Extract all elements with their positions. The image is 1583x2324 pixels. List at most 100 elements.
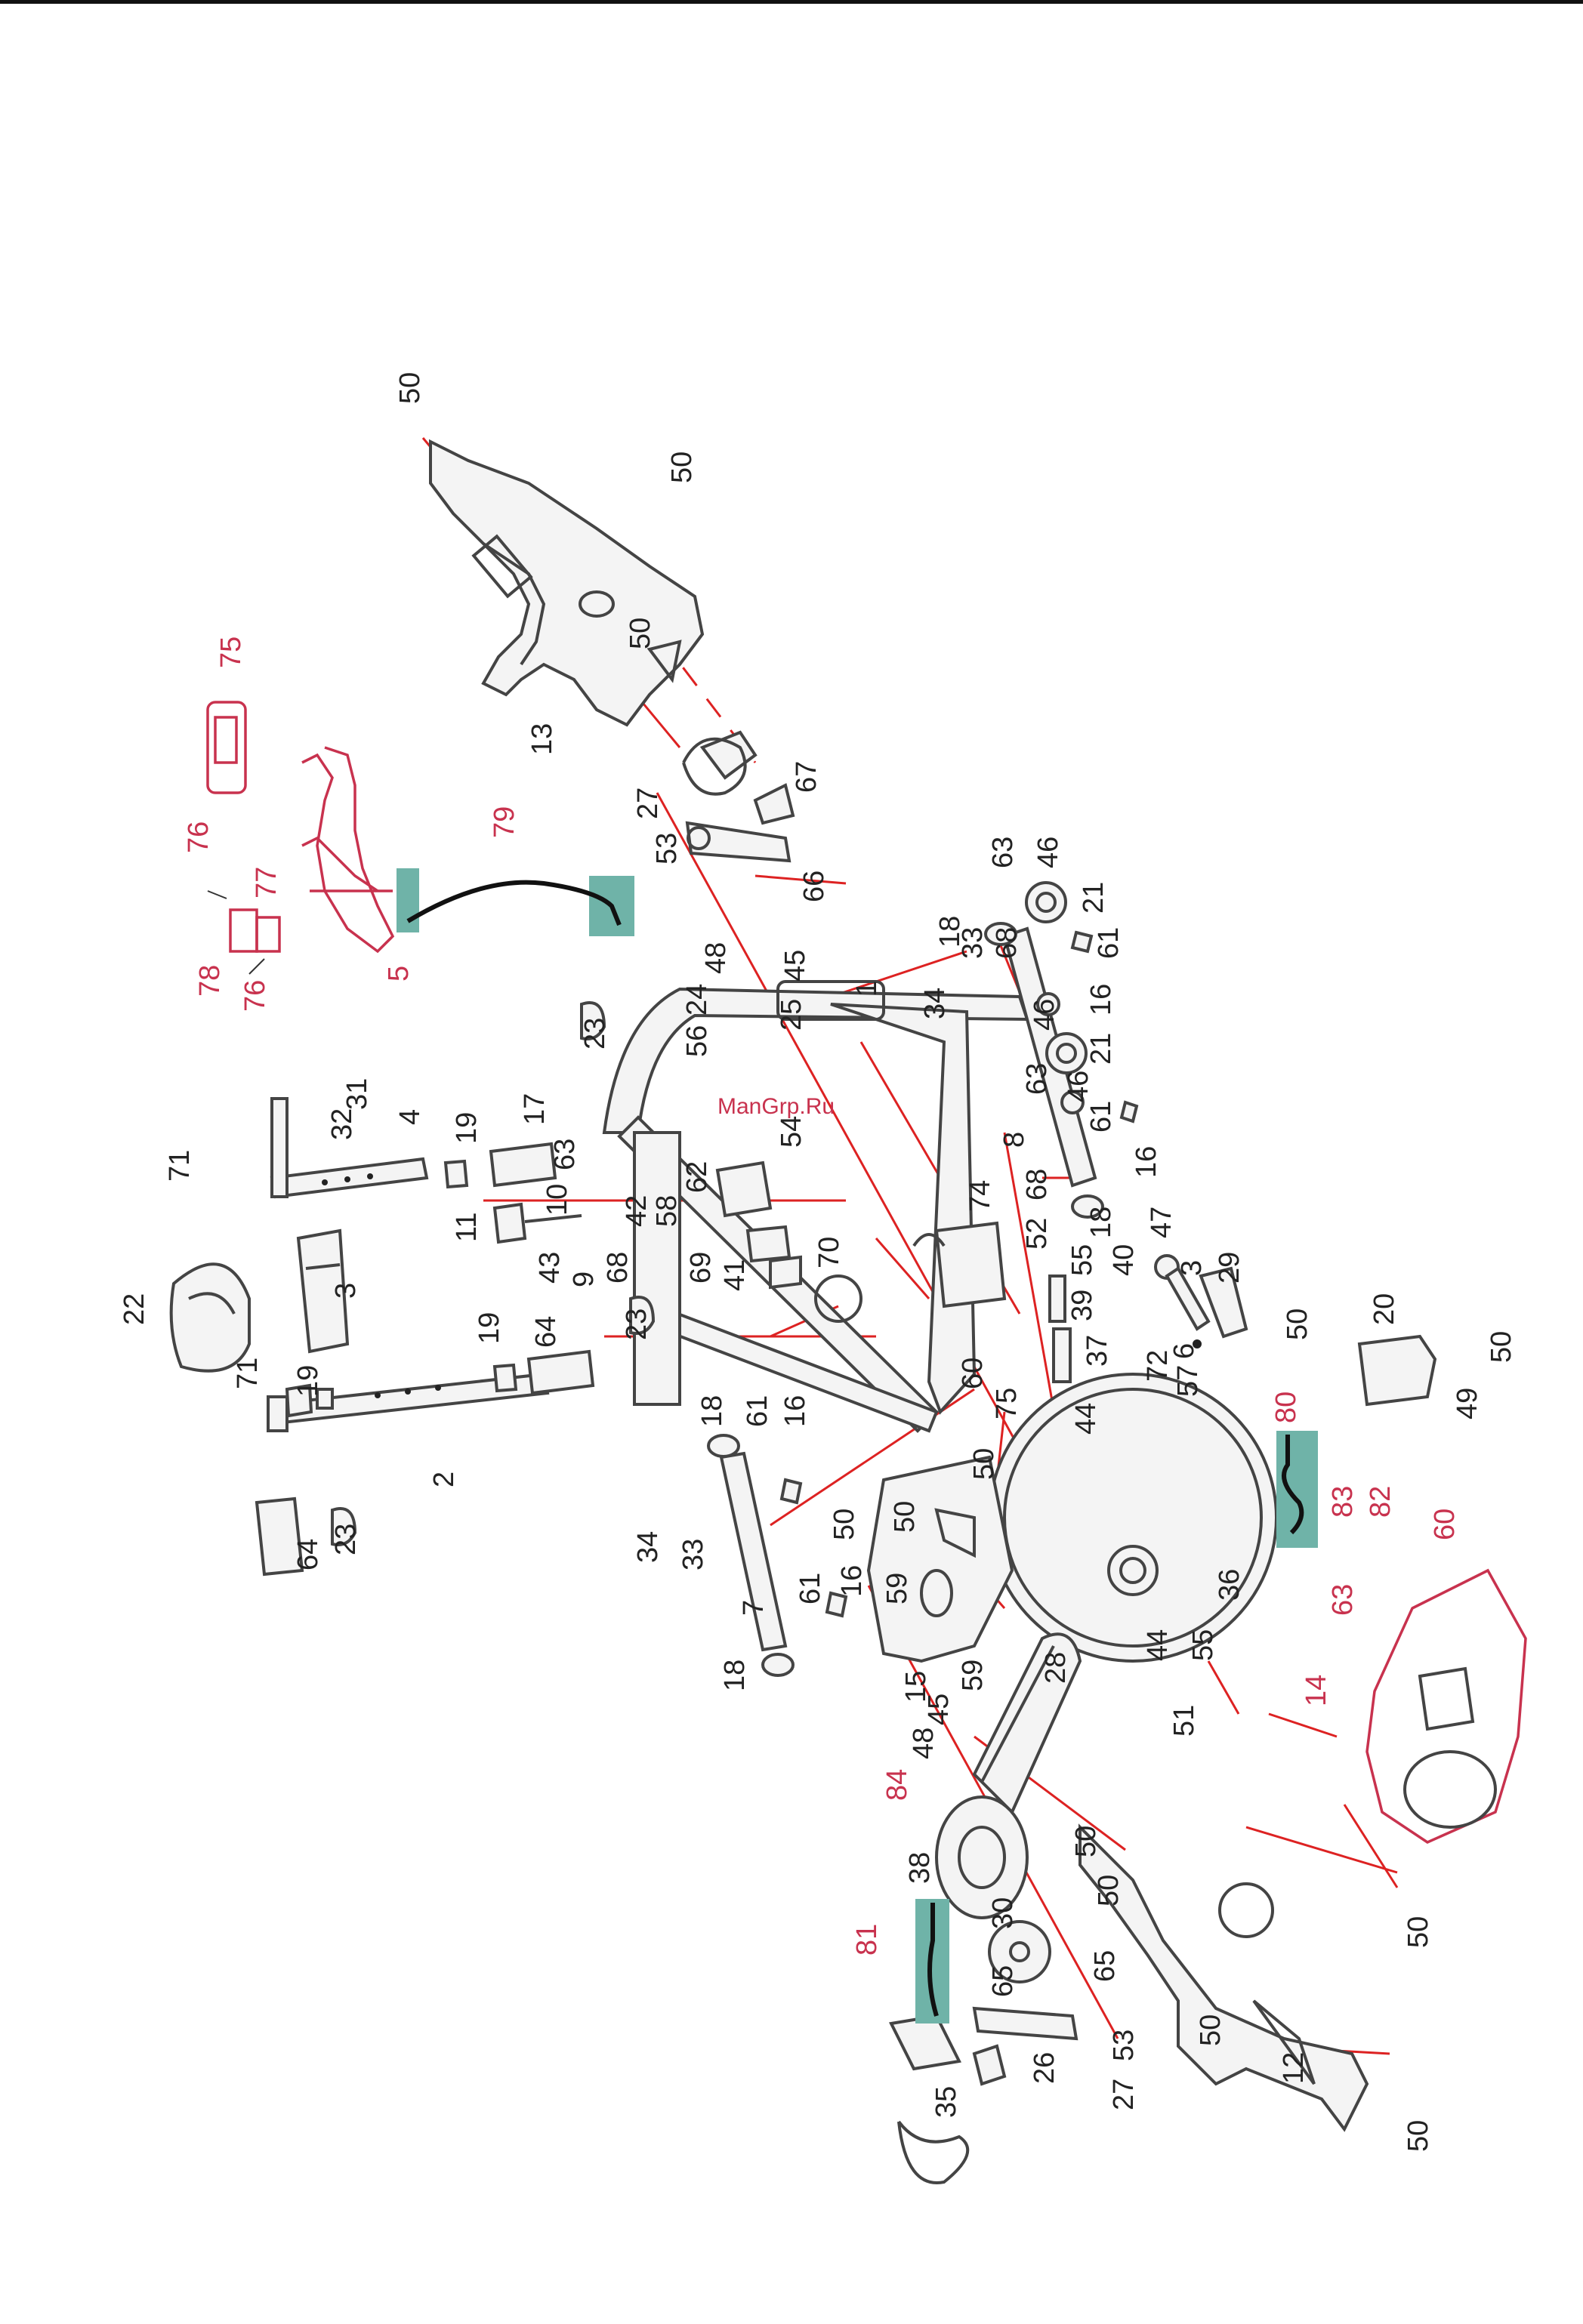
callout-c47: 10	[542, 1184, 573, 1216]
callout-c36: 68	[1021, 1169, 1053, 1201]
callout-c70: 37	[1082, 1335, 1113, 1367]
callout-c4: 13	[526, 723, 558, 755]
seat-22	[169, 1262, 251, 1373]
crank-26-pedal-35	[889, 2006, 1078, 2184]
callout-c49: 43	[534, 1252, 566, 1284]
callout-c78: 3	[330, 1283, 362, 1299]
callout-c33: 21	[1085, 1033, 1117, 1065]
callout-c90: 7	[738, 1600, 770, 1616]
callout-c86: 61	[742, 1395, 773, 1427]
callout-c74: 71	[164, 1150, 196, 1182]
callout-c98: 15	[900, 1671, 932, 1703]
callout-c45: 17	[519, 1093, 551, 1125]
callout-c99: 59	[957, 1660, 989, 1691]
callout-c95: 50	[889, 1501, 921, 1533]
callout-c81: 23	[621, 1308, 653, 1340]
rear-guard-20	[1357, 1334, 1437, 1407]
callout-c73: 75	[991, 1388, 1023, 1419]
callout-c28: 18	[934, 916, 966, 948]
callout-c3: 50	[625, 618, 656, 649]
callout-c100: 45	[923, 1694, 955, 1725]
callout-c103: 36	[1214, 1569, 1245, 1601]
wheel-21-bottom	[1045, 1032, 1088, 1074]
console-bracket-77-78	[207, 890, 281, 975]
callout-c54: 62	[681, 1161, 713, 1193]
idler-bracket-6	[1154, 1254, 1248, 1348]
top-rule	[0, 0, 1583, 4]
callout-c129: 20	[1369, 1293, 1400, 1325]
callout-c93: 18	[719, 1660, 751, 1691]
callout-c43: 4	[394, 1109, 426, 1125]
callout-c102: 28	[1040, 1652, 1072, 1684]
callout-c122: 50	[1402, 2120, 1434, 2152]
callout-c116: 35	[930, 2086, 962, 2118]
rear-stabilizer-7	[707, 1434, 848, 1677]
callout-c59: 74	[964, 1180, 996, 1212]
pulley-flange-30	[988, 1920, 1051, 1983]
callout-c67: 6	[1168, 1343, 1200, 1359]
brake-assembly-62-69	[715, 1160, 802, 1290]
callout-c96: 50	[968, 1448, 1000, 1480]
callout-c104: 44	[1142, 1629, 1174, 1661]
side-cover-12	[1078, 1823, 1369, 2132]
callout-c9: 78	[194, 965, 226, 997]
seat-slider-3	[296, 1228, 350, 1354]
callout-c12: 27	[632, 788, 664, 819]
chain-guard-14	[1365, 1568, 1527, 1844]
callout-c61: 55	[1066, 1244, 1098, 1276]
callout-c32: 46	[1063, 1071, 1094, 1102]
pulley-38	[935, 1795, 1029, 1919]
callout-c64: 47	[1146, 1207, 1177, 1238]
callout-c21: 1	[851, 981, 883, 997]
callout-c51: 68	[602, 1252, 634, 1284]
callout-c124: 83	[1327, 1486, 1359, 1518]
callout-c27: 21	[1078, 882, 1109, 914]
callout-c13: 53	[651, 833, 683, 865]
callout-c44: 19	[451, 1112, 483, 1144]
callout-c17: 45	[779, 950, 811, 982]
seat-post-2	[267, 1372, 550, 1432]
callout-c127: 63	[1327, 1584, 1359, 1616]
tension-knob-11	[492, 1202, 582, 1244]
callout-c10: 5	[383, 966, 415, 982]
callout-c85: 18	[696, 1395, 728, 1427]
callout-c89: 33	[677, 1539, 709, 1570]
callout-c88: 34	[632, 1531, 664, 1563]
watermark: ManGrp.Ru	[717, 1094, 835, 1119]
callout-c113: 26	[1029, 2052, 1060, 2084]
callout-c1: 50	[394, 372, 426, 404]
callout-c60: 52	[1021, 1218, 1053, 1250]
callout-c14: 67	[791, 761, 822, 793]
callout-c114: 53	[1108, 2030, 1140, 2061]
callout-c38: 61	[1085, 1101, 1117, 1133]
knobs-23	[316, 1001, 656, 1546]
callout-c109: 30	[987, 1897, 1019, 1929]
sensor-81-highlight	[915, 1899, 949, 2023]
callout-c128: 14	[1301, 1675, 1332, 1706]
callout-c26: 46	[1032, 837, 1064, 868]
callout-c52: 42	[621, 1195, 653, 1227]
callout-c117: 50	[1070, 1826, 1102, 1857]
callout-c101: 48	[908, 1728, 940, 1759]
callout-c46: 63	[549, 1139, 581, 1170]
callout-c132: 49	[1452, 1388, 1483, 1419]
pedal-crank-top	[682, 730, 795, 863]
callout-c72: 60	[957, 1358, 989, 1389]
callout-c24: 68	[991, 927, 1023, 959]
callout-c115: 27	[1108, 2079, 1140, 2110]
callout-c71: 44	[1070, 1403, 1102, 1435]
callout-c87: 16	[779, 1395, 811, 1427]
callout-c22: 34	[919, 988, 951, 1019]
callout-c30: 16	[1085, 984, 1117, 1016]
end-cap-64-bottom	[255, 1496, 304, 1577]
callout-c2: 50	[666, 452, 698, 483]
callout-c23: 33	[957, 927, 989, 959]
callout-c123: 80	[1270, 1392, 1302, 1423]
callout-c41: 31	[341, 1078, 373, 1110]
callout-c131: 50	[1486, 1331, 1517, 1363]
flywheel-36	[988, 1373, 1278, 1663]
callout-c25: 63	[987, 837, 1019, 868]
handlebar-post-4	[270, 1097, 429, 1199]
